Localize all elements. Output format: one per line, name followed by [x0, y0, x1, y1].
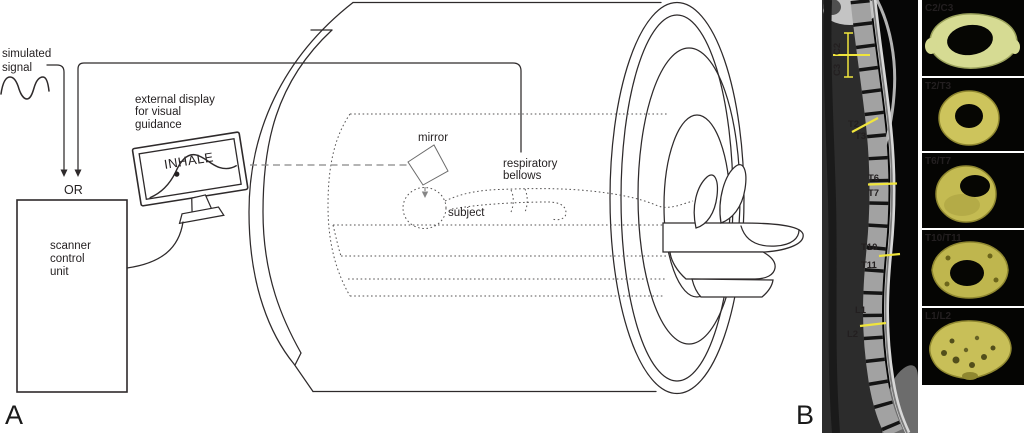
subject-feet [693, 164, 747, 229]
axial-label-t10t11: T10/T11 [925, 233, 962, 244]
external-monitor: INHALE [131, 131, 249, 225]
scanner-bore-hidden-edges [327, 113, 667, 297]
level-label-t2: T2 [848, 119, 859, 130]
scu-label-line1: scanner [50, 240, 91, 252]
texture-dot [941, 350, 947, 356]
vertebra-process [925, 38, 937, 54]
level-label-c2: C2 [832, 43, 843, 55]
subject-head [402, 187, 447, 229]
texture-dot [990, 345, 996, 351]
level-label-t7: T7 [868, 188, 879, 199]
external-display-caption: external display for visual guidance [135, 94, 215, 131]
bellows-band-left [510, 189, 514, 213]
axial-section-t6t7: T6/T7 [922, 153, 1024, 228]
patient-table [662, 222, 804, 298]
level-label-t6: T6 [868, 173, 879, 184]
arrow-down-icon [60, 169, 68, 177]
simulated-signal-label-line1: simulated [2, 48, 51, 60]
monitor-cable [126, 221, 184, 269]
arrow-down-icon [74, 169, 82, 177]
simulated-signal-wire [46, 64, 65, 170]
texture-dot [981, 354, 987, 360]
texture-dot [944, 281, 950, 287]
bellows-label-line1: respiratory [503, 158, 558, 170]
level-label-t10: T10 [861, 242, 877, 253]
axial-section-t10t11: T10/T11 [922, 230, 1024, 306]
texture-dot [952, 356, 960, 364]
vertebral-body [929, 320, 1012, 379]
texture-dot [969, 362, 975, 368]
t2t3-level-line [851, 117, 879, 133]
axial-label-t2t3: T2/T3 [925, 81, 952, 92]
scanner-control-unit: scanner control unit [16, 199, 128, 393]
sine-wave-icon [0, 76, 50, 100]
texture-dot [949, 338, 955, 344]
texture-dot [974, 335, 980, 341]
bellows-label-line2: bellows [503, 170, 542, 182]
display-caption-line2: for visual [135, 106, 181, 118]
vertebra-shading [944, 194, 980, 216]
signal-lines: OR [46, 62, 522, 197]
spinal-canal [950, 260, 984, 286]
level-label-l1: L1 [855, 305, 867, 316]
scanner-schematic: simulated signal OR scanner control unit… [0, 1, 804, 395]
display-caption-line1: external display [135, 94, 215, 106]
breathing-curve [149, 153, 237, 199]
panel-a-letter: A [5, 400, 24, 430]
subject-figure [402, 187, 694, 229]
vertebra-notch [962, 372, 978, 380]
sagittal-spine-mri: C2 C3 T2 T3 T6 T7 T10 T11 L1 L2 [822, 0, 918, 433]
texture-dot [945, 255, 951, 261]
simulated-signal-label-line2: signal [2, 62, 32, 74]
texture-dot [987, 253, 993, 259]
mirror: mirror [407, 132, 449, 186]
monitor-base [178, 206, 225, 225]
level-label-t11: T11 [861, 260, 878, 271]
mirror-glass [407, 144, 449, 186]
sight-line [250, 164, 429, 198]
or-junction-label: OR [64, 183, 83, 197]
subject-torso-outline [444, 188, 694, 208]
level-label-t3: T3 [855, 131, 866, 142]
spine-level-annotations: C2 C3 T2 T3 T6 T7 T10 T11 L1 L2 [832, 32, 901, 340]
bellows-signal-wire [77, 62, 522, 170]
axial-section-t2t3: T2/T3 [922, 78, 1024, 151]
scanner-control-unit-box [16, 199, 128, 393]
l1l2-level-line [859, 321, 887, 328]
vertebra-process [1010, 40, 1020, 54]
breathing-position-dot [174, 171, 180, 177]
texture-dot [963, 347, 969, 353]
axial-label-l1l2: L1/L2 [925, 311, 952, 322]
spinal-canal [960, 175, 990, 197]
bellows-band-right [524, 188, 528, 213]
t6t7-level-line [867, 182, 898, 186]
display-caption-line3: guidance [135, 119, 182, 131]
spinal-canal [947, 24, 993, 56]
spinal-canal [955, 104, 983, 128]
scu-label-line2: control [50, 253, 85, 265]
texture-dot [993, 277, 999, 283]
level-label-l2: L2 [847, 329, 858, 340]
axial-label-c2c3: C2/C3 [925, 3, 954, 14]
level-label-c3: C3 [832, 64, 843, 76]
subject-arm [451, 201, 567, 221]
panel-b-letter: B [796, 400, 815, 430]
axial-section-l1l2: L1/L2 [922, 308, 1024, 385]
arrow-down-icon [421, 191, 429, 198]
mirror-label: mirror [418, 132, 448, 144]
scanner-front-ring-outer [609, 1, 745, 395]
axial-section-c2c3: C2/C3 [922, 0, 1024, 76]
scu-label-line3: unit [50, 266, 69, 278]
t10t11-level-line [878, 252, 901, 258]
axial-label-t6t7: T6/T7 [925, 156, 952, 167]
simulated-signal-source: simulated signal [0, 48, 51, 100]
axial-sections-column: C2/C3 T2/T3 T6/T7 [922, 0, 1024, 387]
mri-scanner-body [248, 1, 745, 395]
subject-label: subject [448, 207, 485, 219]
